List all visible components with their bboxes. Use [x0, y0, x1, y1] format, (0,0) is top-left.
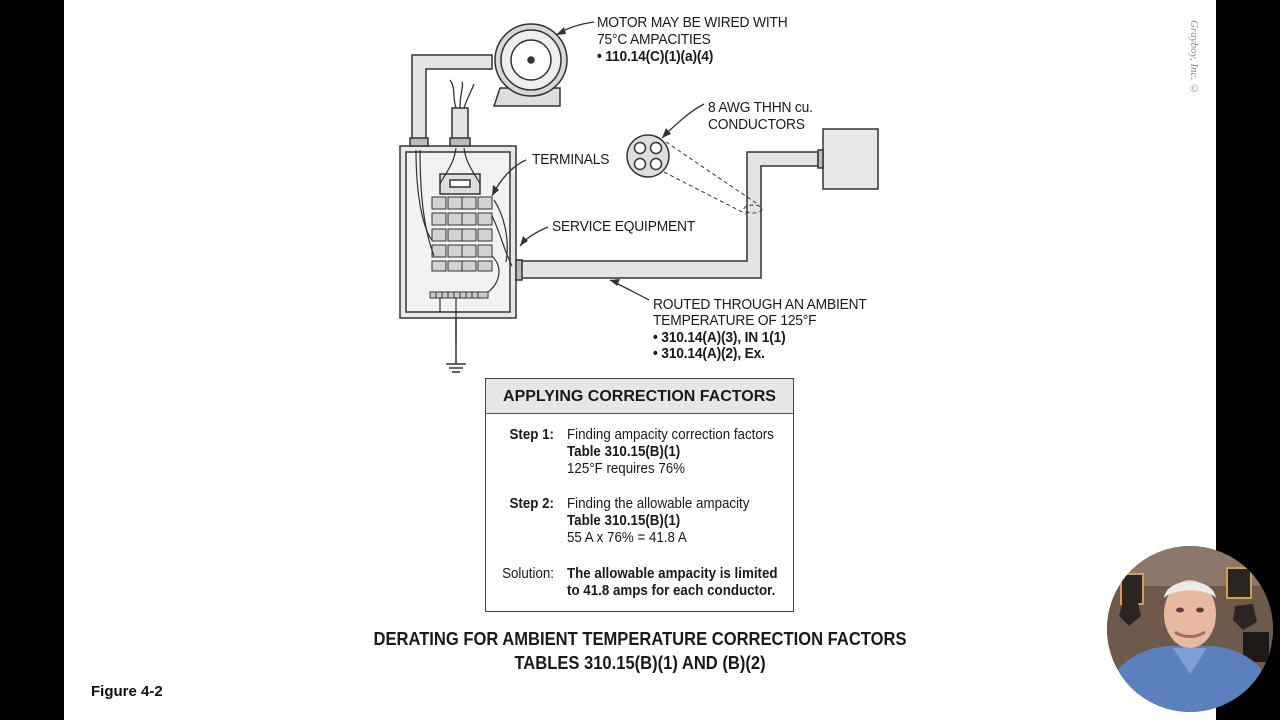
step-2-text: Finding the allowable ampacity	[567, 496, 750, 512]
motor-note-line-2: 75°C AMPACITIES	[597, 31, 711, 48]
step-1-result: 125°F requires 76%	[567, 461, 686, 477]
junction-conduit	[517, 151, 819, 279]
solution-text-line-2: to 41.8 amps for each conductor.	[567, 583, 776, 599]
routed-note-line-1: ROUTED THROUGH AN AMBIENT	[653, 296, 867, 313]
presenter-image	[1107, 546, 1273, 712]
neutral-bar	[429, 291, 489, 299]
step-2-table: Table 310.15(B)(1)	[567, 513, 681, 529]
junction-box	[822, 128, 879, 190]
figure-title-line-2: TABLES 310.15(B)(1) AND (B)(2)	[514, 653, 766, 673]
correction-factors-box: APPLYING CORRECTION FACTORS Step 1: Find…	[485, 378, 794, 612]
solution-label: Solution:	[502, 566, 554, 582]
routed-note-reference-1: • 310.14(A)(3), IN 1(1)	[653, 329, 786, 346]
conductor-cross-section	[626, 134, 670, 178]
panel-wiring	[415, 147, 513, 342]
slide: MOTOR MAY BE WIRED WITH 75°C AMPACITIES …	[64, 0, 1216, 720]
step-2-label: Step 2:	[509, 496, 554, 512]
step-1-text: Finding ampacity correction factors	[567, 427, 774, 443]
service-conductors	[449, 79, 475, 109]
figure-number: Figure 4-2	[91, 683, 163, 700]
service-equipment-label: SERVICE EQUIPMENT	[552, 218, 696, 235]
solution-text-line-1: The allowable ampacity is limited	[567, 566, 778, 582]
terminals-label: TERMINALS	[532, 151, 610, 168]
figure-title-line-1: DERATING FOR AMBIENT TEMPERATURE CORRECT…	[373, 629, 907, 649]
step-2-result: 55 A x 76% = 41.8 A	[567, 530, 687, 546]
motor-note-line-1: MOTOR MAY BE WIRED WITH	[597, 14, 788, 31]
presenter-webcam	[1107, 546, 1273, 712]
wiring-diagram	[399, 21, 879, 373]
figure-title: DERATING FOR AMBIENT TEMPERATURE CORRECT…	[64, 627, 1216, 675]
step-1-label: Step 1:	[509, 427, 554, 443]
routed-note-reference-2: • 310.14(A)(2), Ex.	[653, 345, 765, 362]
copyright-watermark: Grayboy, Inc. ©	[1188, 20, 1200, 95]
conductors-label-line-1: 8 AWG THHN cu.	[708, 99, 813, 116]
conductors-label-line-2: CONDUCTORS	[708, 116, 805, 133]
motor-note-reference: • 110.14(C)(1)(a)(4)	[597, 48, 714, 65]
step-1-table: Table 310.15(B)(1)	[567, 444, 681, 460]
routed-note-line-2: TEMPERATURE OF 125°F	[653, 312, 817, 329]
ground-symbol	[446, 318, 466, 373]
motor	[492, 23, 568, 107]
correction-factors-title: APPLYING CORRECTION FACTORS	[486, 379, 793, 414]
breaker-rows	[431, 196, 493, 272]
